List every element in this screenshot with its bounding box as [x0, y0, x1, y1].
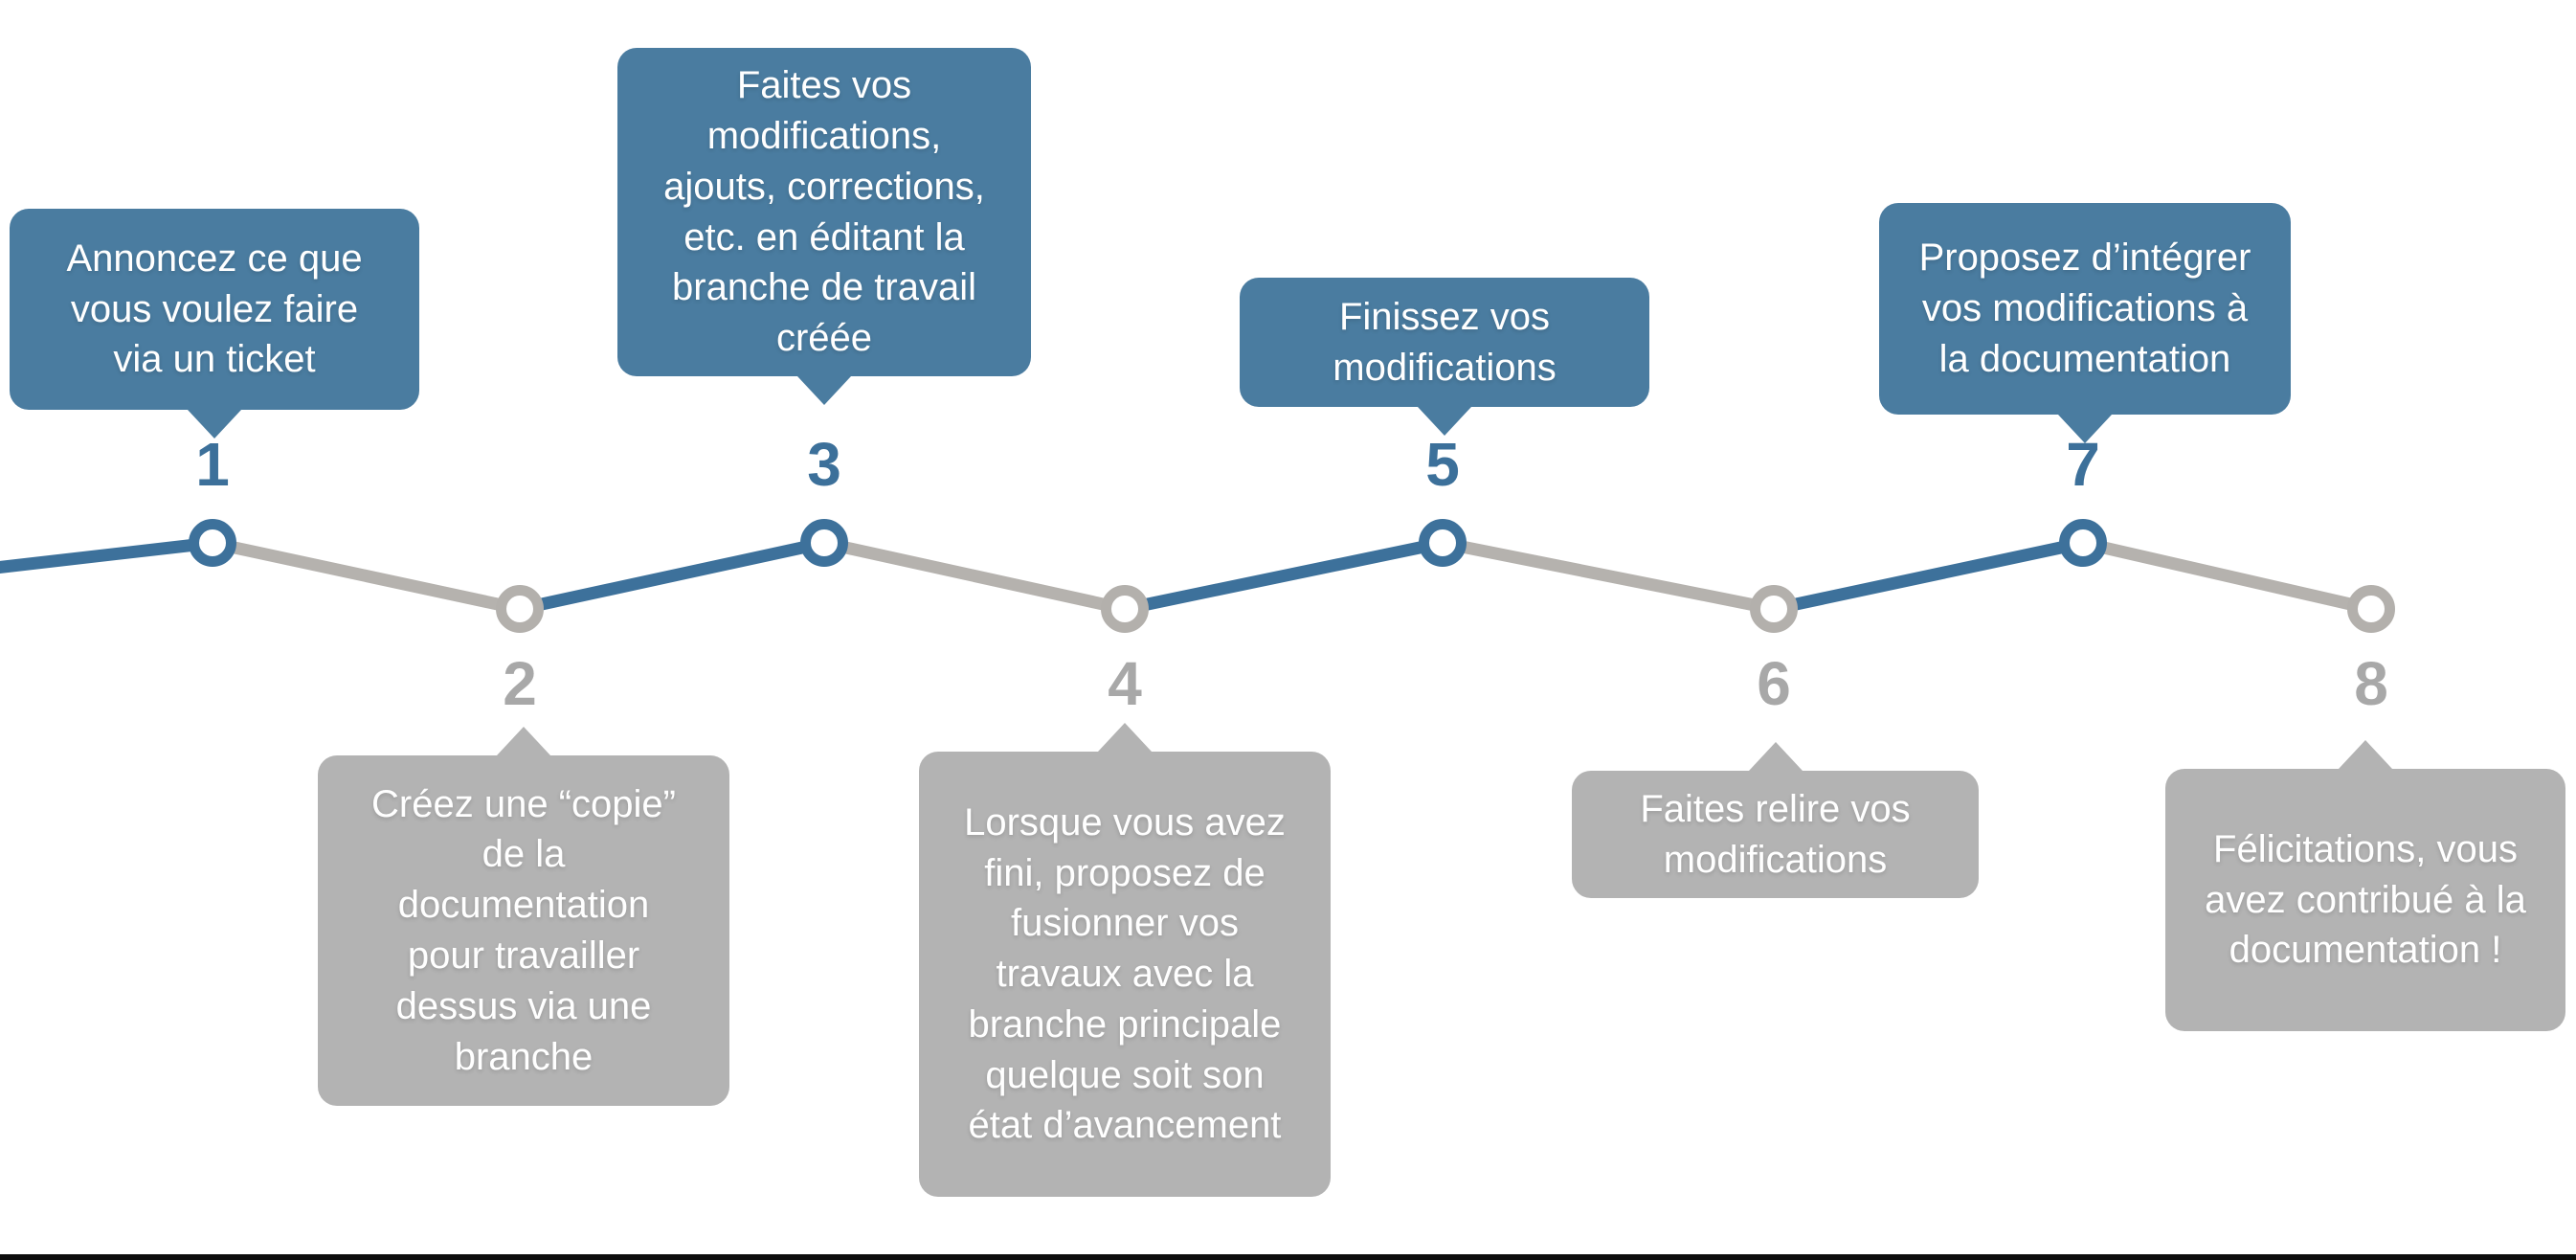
- timeline-node-6: [1750, 585, 1798, 633]
- step-6-callout: Faites relire vos modifications: [1572, 771, 1979, 898]
- timeline-segment-7-8: [2081, 536, 2373, 616]
- timeline-node-7: [2059, 519, 2107, 567]
- step-6-number: 6: [1757, 649, 1791, 718]
- step-4-number: 4: [1108, 649, 1142, 718]
- step-7-number: 7: [2066, 430, 2100, 499]
- timeline-segment-5-6: [1441, 536, 1776, 616]
- timeline-node-8: [2347, 585, 2395, 633]
- timeline-segment-lead-in: [0, 536, 213, 574]
- step-5-callout: Finissez vos modifications: [1240, 278, 1649, 407]
- bottom-bar: [0, 1254, 2576, 1260]
- step-3-callout: Faites vos modifications, ajouts, correc…: [617, 48, 1031, 376]
- timeline-node-4: [1101, 585, 1149, 633]
- step-1-number: 1: [195, 430, 230, 499]
- timeline-node-2: [496, 585, 544, 633]
- step-8-callout: Félicitations, vous avez contribué à la …: [2165, 769, 2565, 1031]
- step-8-number: 8: [2354, 649, 2388, 718]
- timeline-segment-3-4: [822, 536, 1127, 616]
- step-1-callout: Annoncez ce que vous voulez faire via un…: [10, 209, 419, 410]
- timeline-segment-6-7: [1772, 536, 2085, 616]
- step-2-callout: Créez une “copie” de la documentation po…: [318, 755, 729, 1106]
- step-4-callout: Lorsque vous avez fini, proposez de fusi…: [919, 752, 1331, 1197]
- timeline-node-5: [1419, 519, 1467, 567]
- timeline-segment-1-2: [211, 536, 522, 616]
- timeline-segment-4-5: [1123, 536, 1445, 616]
- step-5-number: 5: [1425, 430, 1460, 499]
- step-2-number: 2: [503, 649, 537, 718]
- timeline-segment-2-3: [518, 536, 826, 616]
- timeline-node-3: [800, 519, 848, 567]
- step-7-callout: Proposez d’intégrer vos modifications à …: [1879, 203, 2291, 415]
- step-3-number: 3: [807, 430, 841, 499]
- timeline-node-1: [189, 519, 236, 567]
